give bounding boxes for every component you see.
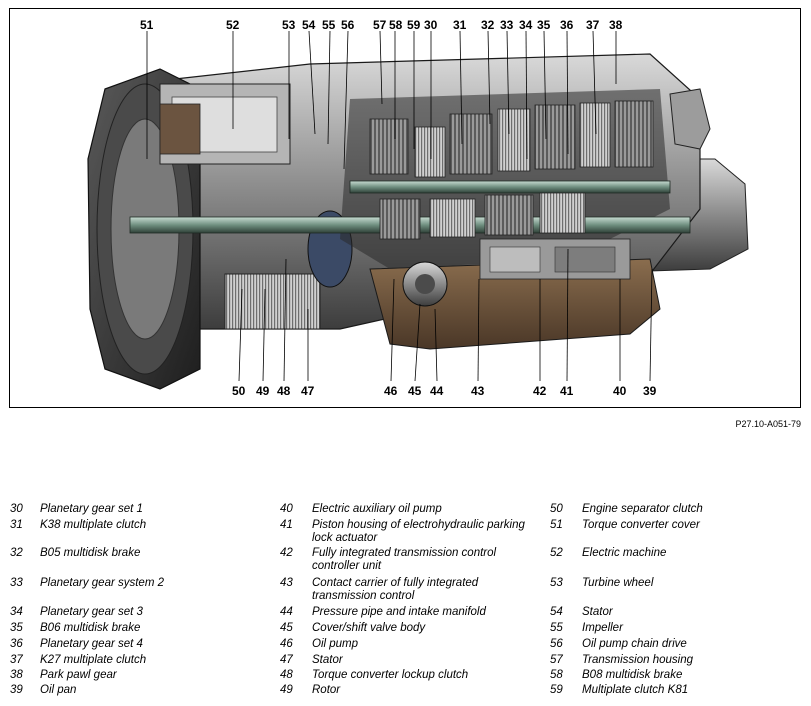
- callout-number: 45: [408, 384, 422, 398]
- callout-number: 53: [282, 18, 296, 32]
- legend-item-text: Engine separator clutch: [582, 503, 703, 515]
- legend-item-number: 53: [550, 577, 563, 589]
- callout-number: 30: [424, 18, 438, 32]
- legend-item-number: 38: [10, 669, 23, 681]
- callout-number: 42: [533, 384, 547, 398]
- legend-item-text: Turbine wheel: [582, 577, 654, 589]
- callout-number: 36: [560, 18, 574, 32]
- legend-item-number: 49: [280, 684, 293, 696]
- legend-item-number: 48: [280, 669, 293, 681]
- legend-item-number: 34: [10, 606, 23, 618]
- callout-number: 59: [407, 18, 421, 32]
- legend-item-text: B05 multidisk brake: [40, 547, 141, 559]
- callout-number: 46: [384, 384, 398, 398]
- callout-number: 34: [519, 18, 533, 32]
- callout-number: 56: [341, 18, 355, 32]
- legend-item-text: Stator: [582, 606, 613, 618]
- legend-item-text: Planetary gear set 3: [40, 606, 143, 618]
- legend-item-text: Planetary gear set 1: [40, 503, 143, 515]
- transmission-housing-shape: [87, 53, 749, 390]
- callout-number: 54: [302, 18, 316, 32]
- legend-item-number: 57: [550, 654, 563, 666]
- legend-item-text: Electric machine: [582, 547, 667, 559]
- legend-item-number: 52: [550, 547, 563, 559]
- callout-number: 39: [643, 384, 657, 398]
- legend-item-number: 41: [280, 519, 293, 531]
- callout-number: 51: [140, 18, 154, 32]
- legend-item-number: 30: [10, 503, 23, 515]
- callout-number: 32: [481, 18, 495, 32]
- legend-item-number: 35: [10, 622, 23, 634]
- callout-number: 57: [373, 18, 387, 32]
- legend-item-number: 42: [280, 547, 293, 559]
- legend-item-text: B06 multidisk brake: [40, 622, 141, 634]
- legend-item-number: 37: [10, 654, 23, 666]
- legend-item-number: 32: [10, 547, 23, 559]
- callout-number: 52: [226, 18, 240, 32]
- callouts-bottom: 50 49 48 47 46 45 44 43 42 41 40 39: [232, 384, 657, 398]
- legend-item-number: 56: [550, 638, 563, 650]
- legend-item-text: Torque converter lockup clutch: [312, 669, 469, 681]
- transmission-cutaway-illustration: 51 52 53 54 55 56 57 58 59 30 31 32 33 3…: [87, 18, 749, 398]
- callout-number: 58: [389, 18, 403, 32]
- legend-item-text: Stator: [312, 654, 343, 666]
- legend-item-text: Multiplate clutch K81: [582, 684, 689, 696]
- callout-number: 55: [322, 18, 336, 32]
- legend-item-text: Park pawl gear: [40, 669, 117, 681]
- legend-item-text: Planetary gear system 2: [40, 577, 165, 589]
- legend-item-text: Rotor: [312, 684, 341, 696]
- callout-number: 43: [471, 384, 485, 398]
- legend-item-number: 33: [10, 577, 23, 589]
- callout-number: 40: [613, 384, 627, 398]
- legend-item-text: Oil pump chain drive: [582, 638, 687, 650]
- legend-item-number: 40: [280, 503, 293, 515]
- legend-item-number: 45: [280, 622, 293, 634]
- legend-item-text: Oil pump: [312, 638, 359, 650]
- legend-item-number: 44: [280, 606, 293, 618]
- legend-item-text: Torque converter cover: [582, 519, 700, 531]
- legend-item-text: Fully integrated transmission control co…: [312, 547, 497, 572]
- legend-item-number: 55: [550, 622, 563, 634]
- callout-number: 37: [586, 18, 600, 32]
- callout-number: 41: [560, 384, 574, 398]
- figure-frame: 51 52 53 54 55 56 57 58 59 30 31 32 33 3…: [9, 8, 801, 408]
- callout-number: 47: [301, 384, 315, 398]
- callout-number: 33: [500, 18, 514, 32]
- legend-item-number: 50: [550, 503, 563, 515]
- legend-item-text: Transmission housing: [582, 654, 694, 666]
- legend-item-text: Oil pan: [40, 684, 77, 696]
- legend-item-text: Piston housing of electrohydraulic parki…: [312, 519, 525, 544]
- callout-leader-lines: [146, 30, 653, 382]
- legend-item-number: 51: [550, 519, 563, 531]
- callout-number: 49: [256, 384, 270, 398]
- legend-item-number: 46: [280, 638, 293, 650]
- legend-item-text: Electric auxiliary oil pump: [312, 503, 442, 515]
- callout-number: 48: [277, 384, 291, 398]
- callout-number: 38: [609, 18, 623, 32]
- legend-item-text: Cover/shift valve body: [312, 622, 426, 634]
- legend-item-number: 54: [550, 606, 563, 618]
- callout-number: 44: [430, 384, 444, 398]
- legend-item-text: Contact carrier of fully integrated tran…: [312, 577, 479, 602]
- legend-item-number: 59: [550, 684, 563, 696]
- legend-item-number: 39: [10, 684, 23, 696]
- callout-number: 31: [453, 18, 467, 32]
- legend-item-text: Impeller: [582, 622, 623, 634]
- legend-item-text: K27 multiplate clutch: [40, 654, 147, 666]
- legend-item-text: K38 multiplate clutch: [40, 519, 147, 531]
- callout-number: 50: [232, 384, 246, 398]
- legend-item-number: 31: [10, 519, 23, 531]
- callout-number: 35: [537, 18, 551, 32]
- legend-item-text: Planetary gear set 4: [40, 638, 143, 650]
- legend-item-number: 58: [550, 669, 563, 681]
- callouts-top: 51 52 53 54 55 56 57 58 59 30 31 32 33 3…: [140, 18, 623, 32]
- legend-item-text: Pressure pipe and intake manifold: [312, 606, 486, 618]
- legend-item-number: 43: [280, 577, 293, 589]
- legend-item-number: 36: [10, 638, 23, 650]
- legend-item-text: B08 multidisk brake: [582, 669, 683, 681]
- figure-reference-code: P27.10-A051-79: [735, 419, 801, 429]
- legend-item-number: 47: [280, 654, 293, 666]
